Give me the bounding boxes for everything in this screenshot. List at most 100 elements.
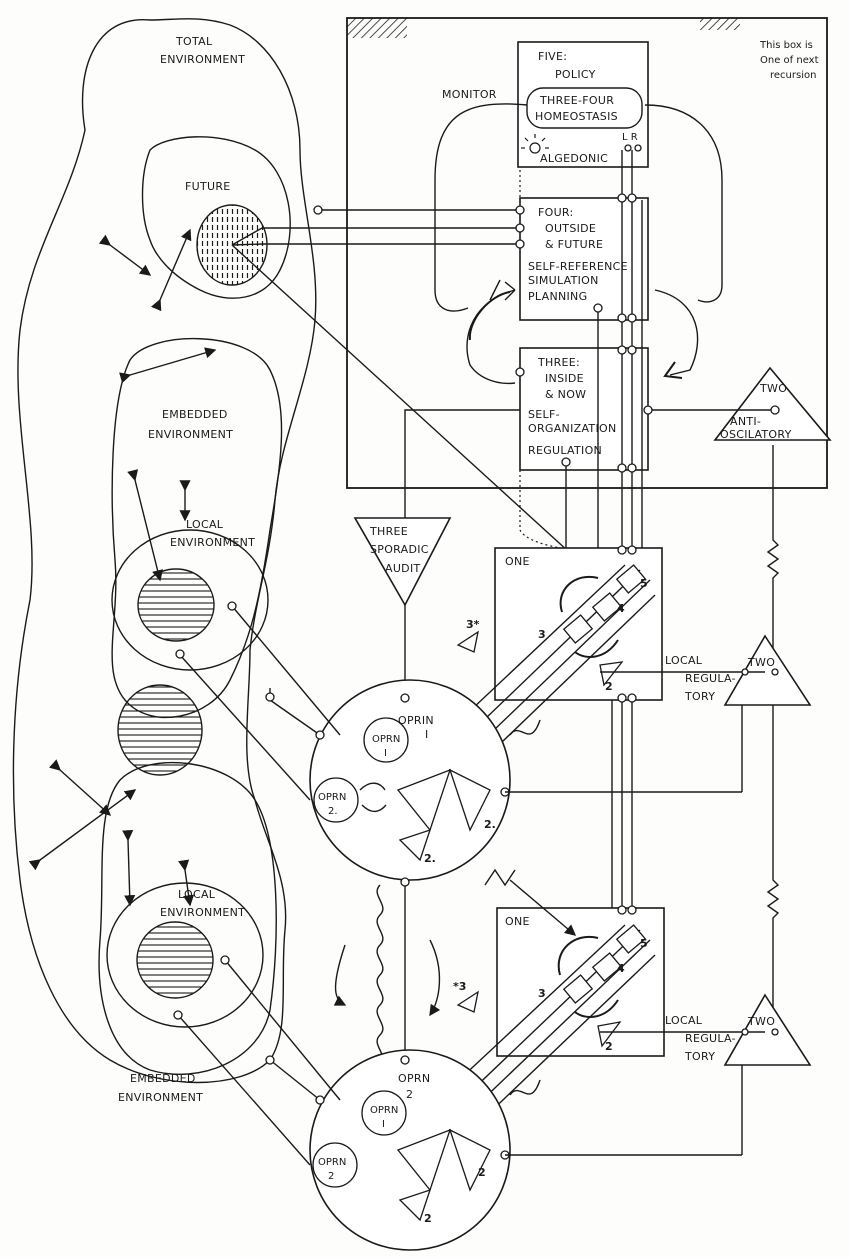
- num-5-one-2: 5: [640, 937, 648, 950]
- op1-small-arrows: [359, 782, 387, 813]
- wavy-link-operations: [376, 884, 384, 1066]
- local-environment-2-hatched: [136, 921, 214, 999]
- one-2-curved-arrow-a: [557, 935, 599, 976]
- op1-triangle-b: [398, 828, 432, 862]
- environment-arrows: [28, 228, 441, 1017]
- one-2-curved-arrow-b: [574, 999, 619, 1018]
- oprn-small-2b-label-2: 2: [328, 1171, 334, 1182]
- one-label-2: ONE: [505, 915, 530, 928]
- three-four-homeostasis-pill: [526, 87, 643, 129]
- five-label-1: FIVE:: [538, 50, 567, 63]
- num-4-one-2: 4: [617, 962, 625, 975]
- oprn-1-small-circle-b: [361, 1090, 407, 1136]
- oprn-small-2-label-1: OPRN: [318, 792, 346, 803]
- num-3-one-1: 3: [538, 628, 546, 641]
- three-four-label-1: THREE-FOUR: [539, 94, 614, 107]
- one-1-wavy: [509, 719, 541, 736]
- three-four-label-2: HOMEOSTASIS: [535, 110, 618, 123]
- num-3star-1: 3*: [466, 618, 480, 631]
- operation-circle-1: [309, 679, 511, 881]
- left-arrow-inner: [468, 291, 511, 341]
- two-anti-label-2: ANTI-: [730, 415, 761, 428]
- local-regulatory-2-label-3: TORY: [684, 1050, 715, 1063]
- local-regulatory-2-label-2: REGULA-: [685, 1032, 736, 1045]
- oprn-2-label-1: OPRN: [398, 1072, 430, 1085]
- monitor-label: MONITOR: [442, 88, 497, 101]
- two-marker-2: [597, 1021, 622, 1048]
- local-environment-2-label-1: LOCAL: [178, 888, 216, 901]
- three-star-label-2: SPORADIC: [370, 543, 429, 556]
- two-label-1: TWO: [747, 656, 775, 669]
- oprn-small-2b-label-1: OPRN: [318, 1157, 346, 1168]
- num-2-op1-b: 2.: [424, 852, 436, 865]
- local-environment-1-outline: [111, 529, 269, 671]
- future-label: FUTURE: [185, 180, 231, 193]
- oprin-1-label-1: OPRIN: [398, 714, 434, 727]
- monitor-loop: [434, 103, 528, 312]
- oprn-2-label-2: 2: [406, 1088, 413, 1101]
- embedded-environment-2-label-1: EMBEDDED: [130, 1072, 196, 1085]
- right-curved-arrow: [654, 289, 699, 376]
- num-2-op1-a: 2.: [484, 818, 496, 831]
- metasystem-box: [346, 17, 828, 489]
- local-environment-2-label-2: ENVIRONMENT: [160, 906, 245, 919]
- oprn-2-small-circle-b: [312, 1142, 358, 1188]
- total-environment-label-1: TOTAL: [175, 35, 213, 48]
- right-feedback-loop: [644, 104, 723, 303]
- one-1-curved-arrow-b: [574, 639, 619, 658]
- one-1-curved-arrow-a: [559, 575, 599, 613]
- five-label-2: POLICY: [555, 68, 596, 81]
- three-item-1: SELF-: [528, 408, 560, 421]
- three-label-3: & NOW: [545, 388, 586, 401]
- two-regulatory-triangle-1: [723, 634, 812, 706]
- one-2-wavy: [509, 1079, 541, 1096]
- num-2-op2-a: 2: [478, 1166, 486, 1179]
- lr-label: L R: [622, 132, 638, 143]
- spring-lower: [766, 700, 780, 1010]
- oprn-1-small-circle: [363, 717, 409, 763]
- three-item-3: REGULATION: [528, 444, 602, 457]
- corner-hatch-right: [700, 18, 740, 30]
- operation-circle-2: [309, 1049, 511, 1251]
- two-anti-label-3: OSCILATORY: [720, 428, 792, 441]
- op1-triangle-a: [448, 768, 491, 832]
- oprn-2-small-circle: [313, 777, 359, 823]
- one-label-1: ONE: [505, 555, 530, 568]
- num-4-one-1: 4: [617, 602, 625, 615]
- op2-environment-links: [177, 959, 341, 1166]
- local-regulatory-1-label-2: REGULA-: [685, 672, 736, 685]
- local-environment-1-label-2: ENVIRONMENT: [170, 536, 255, 549]
- two-marker-1: [599, 661, 624, 687]
- three-star-marker-1: [456, 630, 479, 653]
- left-curved-arrow: [466, 279, 516, 385]
- three-inside-now-box: [519, 347, 649, 471]
- total-environment-outline: [12, 18, 317, 1084]
- two-anti-oscillatory-triangle: [713, 366, 832, 441]
- embedded-environment-1-label-2: ENVIRONMENT: [148, 428, 233, 441]
- num-3-one-2: 3: [538, 987, 546, 1000]
- four-item-2: SIMULATION: [528, 274, 599, 287]
- recursion-note-3: recursion: [770, 70, 816, 81]
- num-5-one-1: 5: [640, 577, 648, 590]
- two-label-2: TWO: [747, 1015, 775, 1028]
- num-2-one-1: 2: [605, 680, 613, 693]
- num-3star-2: *3: [453, 980, 466, 993]
- total-environment-label-2: ENVIRONMENT: [160, 53, 245, 66]
- embedded-environment-1-outline: [111, 338, 283, 719]
- four-future-links: [231, 209, 581, 563]
- oprn-small-1-label-2: I: [384, 748, 387, 759]
- overlap-region-hatched: [117, 684, 203, 776]
- two-regulatory-triangle-2: [723, 993, 812, 1066]
- oprn-small-1b-label-1: OPRN: [370, 1105, 398, 1116]
- zigzag-arrow: [484, 868, 516, 887]
- four-item-3: PLANNING: [528, 290, 587, 303]
- four-label-2: OUTSIDE: [545, 222, 596, 235]
- embedded-environment-2-outline: [98, 761, 277, 1075]
- three-star-label-3: AUDIT: [385, 562, 421, 575]
- dotted-connector: [519, 170, 561, 549]
- sun-icon: [521, 134, 549, 154]
- three-label-1: THREE:: [537, 356, 580, 369]
- algedonic-label: ALGEDONIC: [540, 152, 608, 165]
- op2-triangle-b: [398, 1188, 432, 1222]
